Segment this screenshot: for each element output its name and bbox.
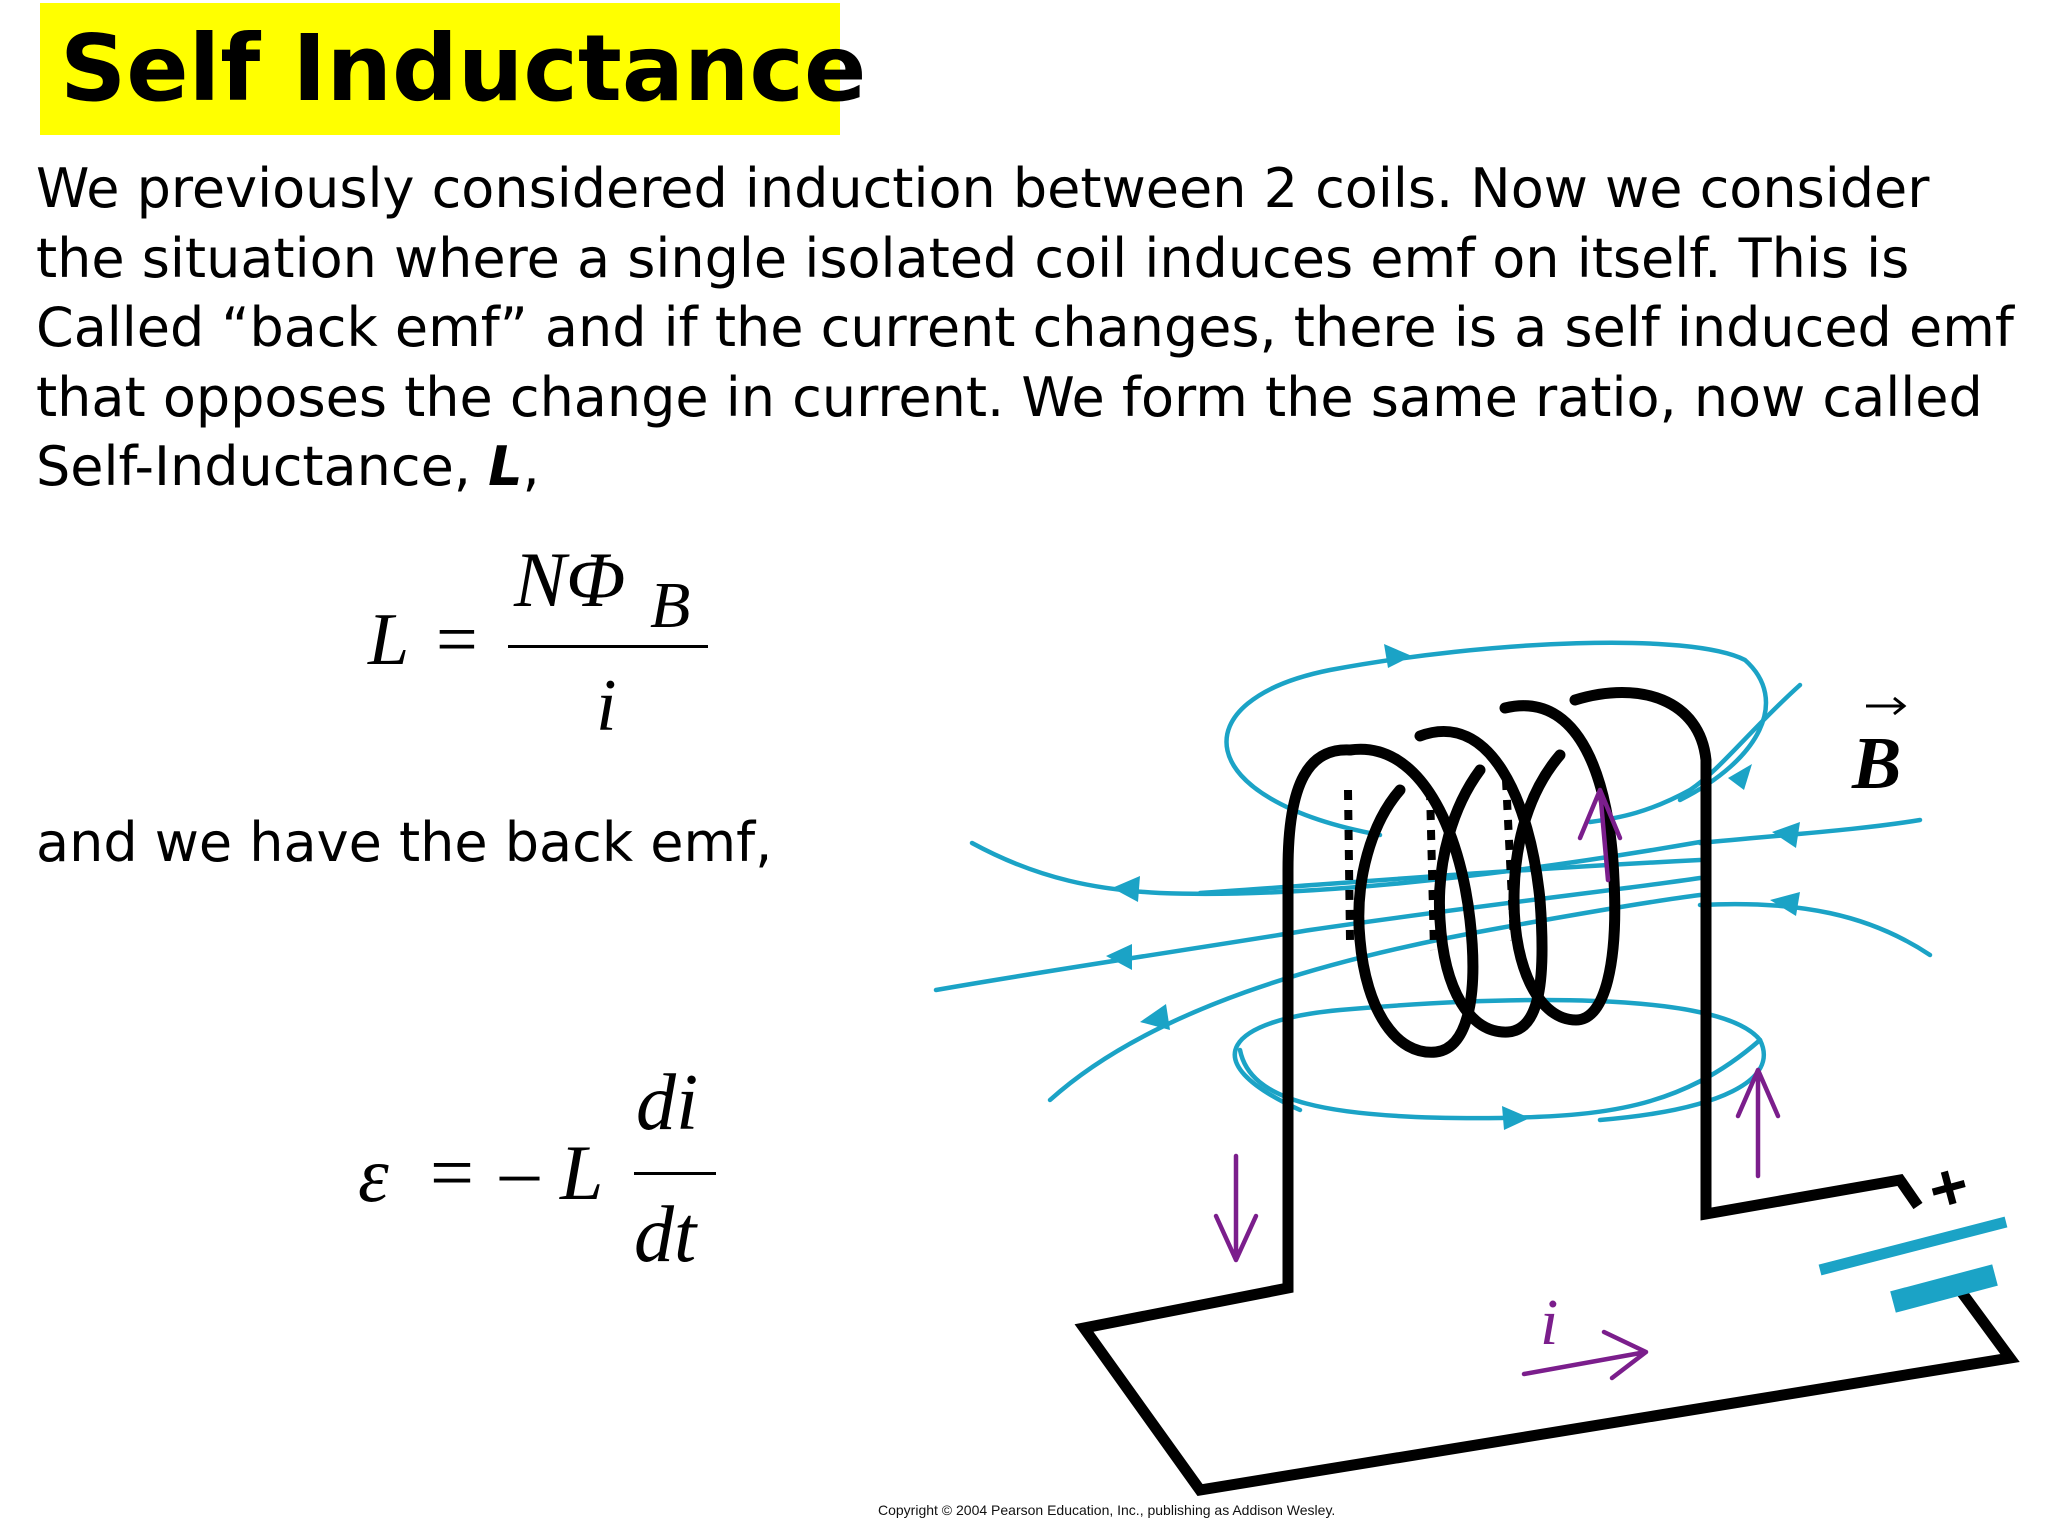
right-lead-wire xyxy=(1700,1000,1923,1221)
intro-line-5: Self-Inductance, L, xyxy=(36,432,2026,502)
field-line-upper-right xyxy=(1587,682,1803,825)
intro-line-1: We previously considered induction betwe… xyxy=(36,157,1930,220)
intro-line-5-text: Self-Inductance, xyxy=(36,435,489,498)
battery-positive-plate xyxy=(1818,1216,2008,1276)
intro-paragraph: We previously considered induction betwe… xyxy=(36,154,2026,502)
coil-turn-1 xyxy=(1344,743,1479,1058)
current-arrows xyxy=(1213,787,1781,1381)
title-highlight-box xyxy=(40,3,840,135)
field-line-top-loop xyxy=(1224,640,1769,838)
eq2-fraction-bar xyxy=(634,1172,716,1175)
coil-hidden-3 xyxy=(1502,779,1518,941)
current-arrow-bottom xyxy=(1521,1329,1649,1381)
current-arrow-up-right xyxy=(1735,1067,1781,1179)
eq1-numerator: NΦ xyxy=(514,536,626,623)
vector-arrow-icon xyxy=(1866,696,1907,716)
battery: + xyxy=(1818,1146,2008,1313)
intro-line-2: the situation where a single isolated co… xyxy=(36,226,1910,290)
current-arrow-down-left xyxy=(1213,1153,1259,1263)
field-line-lower-left xyxy=(933,875,1703,993)
coil-hidden-2 xyxy=(1426,789,1438,951)
slide-title: Self Inductance xyxy=(60,15,867,122)
coil-turn-3 xyxy=(1499,700,1621,1026)
field-arrowhead xyxy=(1140,1004,1170,1030)
eq1-numerator-subscript: B xyxy=(650,569,691,642)
field-line-lower-diag xyxy=(1047,892,1703,1103)
field-arrowhead xyxy=(1772,822,1800,848)
coil-hidden-segments xyxy=(1344,779,1518,951)
eq1-lhs: L xyxy=(368,599,410,681)
coil-back-left-lead xyxy=(1282,744,1356,1118)
eq2-lhs: ε xyxy=(358,1131,389,1218)
field-arrowhead xyxy=(1112,876,1140,902)
field-arrowheads xyxy=(1106,644,1800,1130)
battery-plus-sign: + xyxy=(1920,1146,1976,1227)
magnetic-field-label: B xyxy=(1851,696,1907,805)
coil-turn-2 xyxy=(1414,725,1548,1038)
inductance-symbol: L xyxy=(488,435,523,498)
field-line-bottom-sweep xyxy=(1237,1037,1763,1121)
back-emf-sentence: and we have the back emf, xyxy=(36,811,773,874)
eq1-equals: = xyxy=(436,599,478,681)
field-arrowhead xyxy=(1728,764,1752,790)
field-arrowhead xyxy=(1106,944,1132,970)
current-label: i xyxy=(1540,1286,1558,1359)
eq2-minus: – xyxy=(500,1127,539,1214)
magnetic-field-symbol: B xyxy=(1851,723,1901,805)
battery-negative-plate xyxy=(1890,1264,1998,1313)
coil-hidden-1 xyxy=(1344,789,1354,941)
eq1-denominator: i xyxy=(596,665,617,747)
intro-line-4: that opposes the change in current. We f… xyxy=(36,365,1983,429)
field-line-bottom-loop xyxy=(1232,997,1767,1123)
eq2-numerator: di xyxy=(636,1059,699,1147)
field-arrowhead xyxy=(1502,1106,1530,1130)
eq1-fraction-bar xyxy=(508,645,708,648)
coil-top-right-lead xyxy=(1569,687,1712,1006)
field-line-middle-right xyxy=(1697,817,1923,846)
eq2-equals: = xyxy=(430,1129,474,1216)
field-arrowhead xyxy=(1384,644,1412,668)
intro-line-3: Called “back emf” and if the current cha… xyxy=(36,296,2014,359)
coil-turns xyxy=(1282,687,1712,1118)
current-arrow-in-coil xyxy=(1577,787,1623,883)
field-line-lower-right xyxy=(1697,901,1933,958)
eq2-denominator: dt xyxy=(634,1191,697,1279)
field-arrowhead xyxy=(1770,892,1800,916)
eq2-symbol: L xyxy=(560,1129,604,1216)
copyright-notice: Copyright © 2004 Pearson Education, Inc.… xyxy=(878,1502,1336,1518)
circuit-wire xyxy=(1074,1000,2020,1496)
intro-line-5-tail: , xyxy=(522,435,540,498)
left-lead-wire xyxy=(1074,1110,2020,1496)
